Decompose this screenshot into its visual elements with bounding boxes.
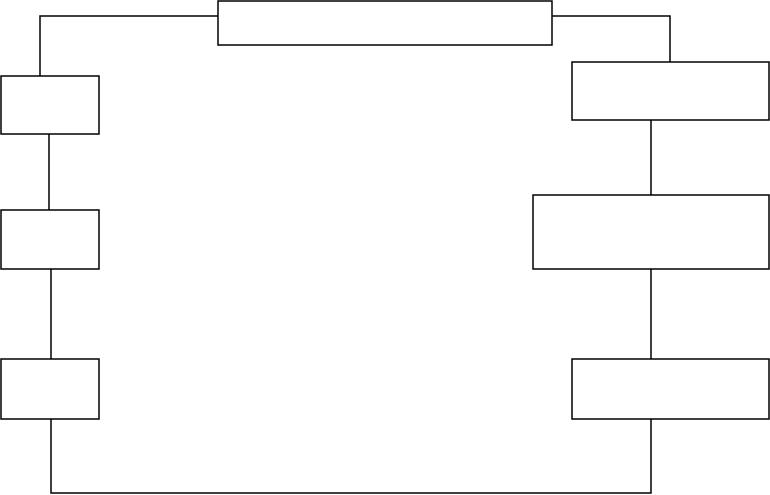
connector-top-to-left [39,15,218,76]
connector-bottom-loop [50,419,652,494]
top-box [217,0,553,46]
left-box-1 [0,75,100,135]
right-box-1 [571,61,770,121]
left-box-2 [0,209,100,270]
left-box-3 [0,358,100,420]
connector-top-to-right [552,15,671,62]
right-box-3 [571,358,770,420]
right-box-2 [532,194,770,270]
